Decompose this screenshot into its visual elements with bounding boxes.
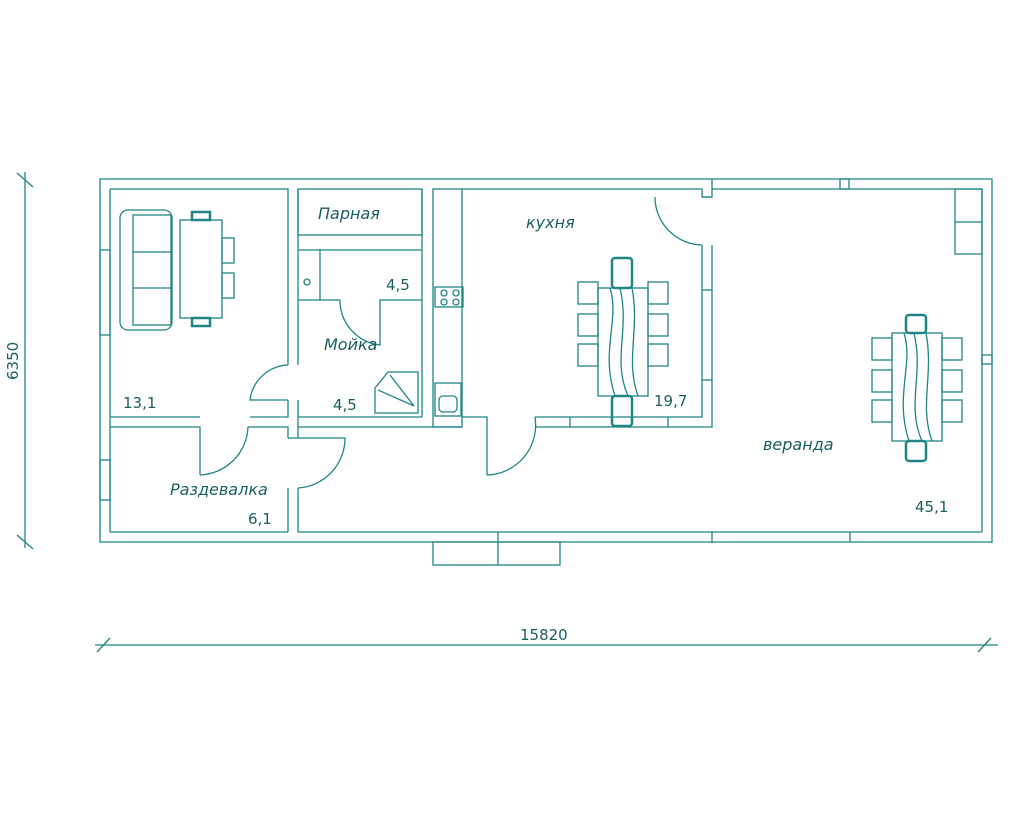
kitchen-sink	[434, 382, 462, 417]
doors	[199, 196, 703, 489]
width-dimension-label: 15820	[520, 626, 568, 644]
dressing-name: Раздевалка	[170, 480, 268, 499]
living-table	[179, 210, 235, 328]
kitchen-name: кухня	[526, 213, 575, 232]
shower	[374, 371, 419, 414]
veranda-name: веранда	[763, 435, 834, 454]
dressing-area: 6,1	[248, 510, 272, 528]
living-area: 13,1	[123, 394, 156, 412]
steam-name: Парная	[318, 204, 380, 223]
height-dimension: 6350	[4, 172, 34, 550]
sofa	[119, 209, 173, 331]
wash-name: Мойка	[324, 335, 377, 354]
width-dimension: 15820	[95, 626, 998, 653]
veranda-area: 45,1	[915, 498, 948, 516]
cooktop	[434, 286, 464, 308]
veranda-dining-table	[871, 313, 963, 463]
height-dimension-label: 6350	[4, 342, 22, 380]
kitchen-area: 19,7	[654, 392, 687, 410]
steam-area: 4,5	[386, 276, 410, 294]
kitchen-dining-table	[577, 256, 669, 428]
wash-area: 4,5	[333, 396, 357, 414]
stove-heater-icon	[303, 278, 311, 286]
walls	[99, 178, 993, 566]
